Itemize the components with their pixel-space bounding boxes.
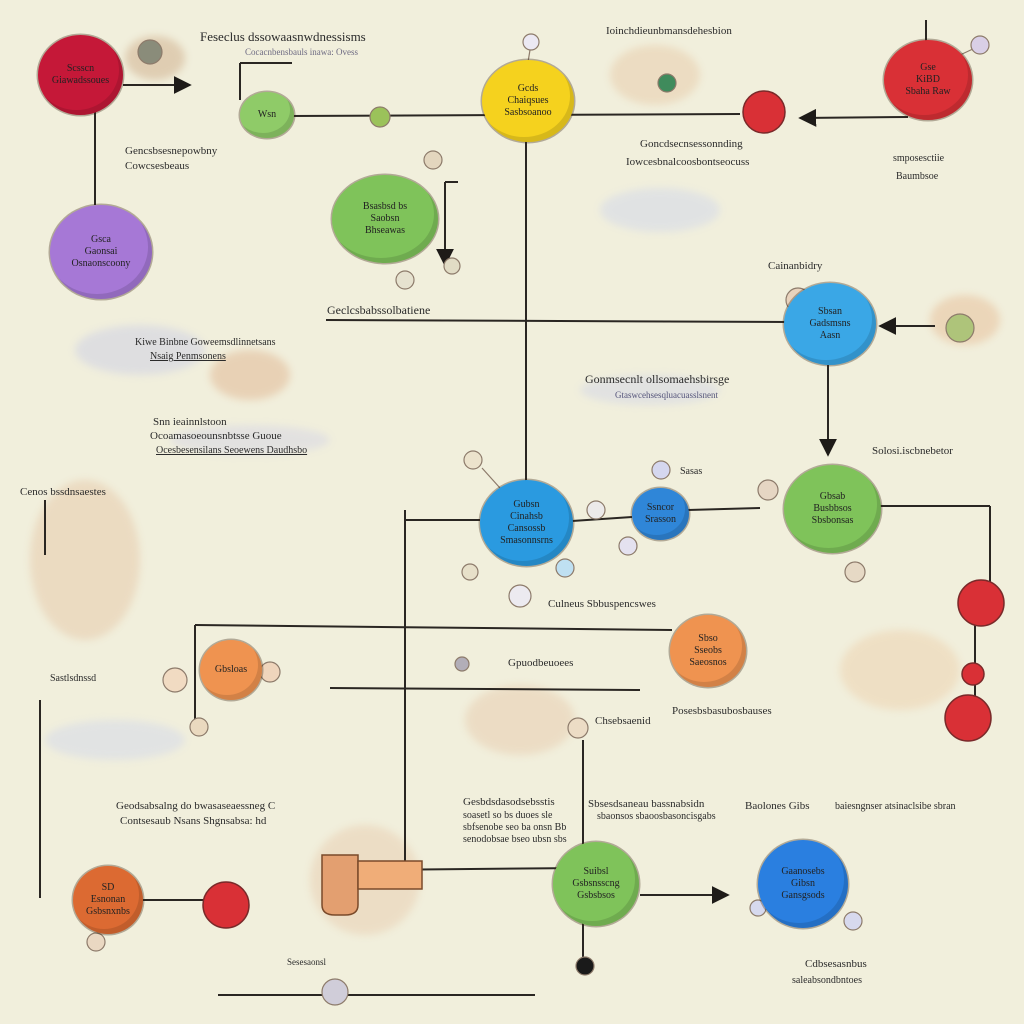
node-crimson-top-left[interactable]: Scsscn Giawadssoues bbox=[38, 35, 123, 115]
label-center-low-3: Chsebsaenid bbox=[595, 715, 651, 727]
node-red-top-right[interactable]: Gse KiBD Sbaha Raw bbox=[884, 40, 972, 120]
node-green-bottom[interactable]: Suibsl Gsbsnsscng Gsbsbsos bbox=[553, 842, 639, 926]
node-orange-bottom-left[interactable]: SD Esnonan Gsbsnxnbs bbox=[73, 866, 143, 934]
node-orange-left[interactable]: Gbsloas bbox=[200, 640, 262, 700]
label-center-note: Gonmsecnlt ollsomaehsbirsge bbox=[585, 372, 730, 386]
node-green-right-label: Gbsab Busbbsos Sbsbonsas bbox=[811, 491, 854, 526]
node-blue-bottom-right[interactable]: Gaanosebs Gibsn Gansgsods bbox=[758, 840, 848, 928]
node-orange-right[interactable]: Sbso Sseobs Saeosnos bbox=[670, 615, 746, 687]
node-yellow-top[interactable]: Gcds Chaiqsues Sasbsoanoo bbox=[482, 60, 574, 142]
node-green-large[interactable]: Bsasbsd bs Saobsn Bhseawas bbox=[332, 175, 438, 263]
node-blue-small-label: Ssncor Srasson bbox=[644, 502, 677, 525]
label-sparse-center-2: Iowcesbnalcoosbontseocuss bbox=[626, 156, 750, 168]
label-note-2: Nsaig Penmsonens bbox=[150, 351, 226, 362]
label-top-center: Ioinchdieunbmansdehesbion bbox=[606, 25, 732, 37]
label-left-note-3: Ocesbesensilans Seoewens Daudhsbo bbox=[156, 445, 308, 456]
label-bottom-center-1: Gesbdsdasodsebsstis bbox=[463, 796, 555, 808]
label-bottom-bulb: Sesesaonsl bbox=[287, 957, 326, 967]
label-bottom-right-3: Cdbsesasnbus bbox=[805, 958, 867, 970]
node-green-small[interactable]: Wsn bbox=[240, 92, 294, 138]
node-green-large-label: Bsasbsd bs Saobsn Bhseawas bbox=[362, 201, 408, 236]
label-bottom-right-1: Baolones Gibs bbox=[745, 800, 810, 812]
label-bottom-center-2: soasetl so bs duoes sle bbox=[463, 810, 553, 821]
label-left-low: Sastlsdnssd bbox=[50, 673, 97, 684]
label-center-line: Geclcsbabssolbatiene bbox=[327, 303, 431, 317]
label-left-mid-1: Gencsbsesnepowbny bbox=[125, 145, 218, 157]
node-crimson-top-left-label: Scsscn Giawadssoues bbox=[51, 63, 110, 86]
label-bottom-center-4: senodobsae bseo ubsn sbs bbox=[463, 834, 567, 845]
flask-shape bbox=[321, 854, 423, 916]
node-purple-left[interactable]: Gsca Gaonsai Osnaonscoony bbox=[50, 205, 152, 299]
node-sky-right-label: Sbsan Gadsmsns Aasn bbox=[809, 306, 851, 341]
node-blue-bottom-right-label: Gaanosebs Gibsn Gansgsods bbox=[781, 866, 825, 901]
label-note-1: Kiwe Binbne Goweemsdlinnetsans bbox=[135, 337, 276, 348]
label-center-note-2: Gtaswcehsesqluacuasslsnent bbox=[615, 390, 718, 400]
label-top-left-2: Cocacnbensbauls inawa: Ovess bbox=[245, 47, 358, 57]
label-bottom-center-3: sbfsenobe seo ba onsn Bb bbox=[463, 822, 567, 833]
node-sky-right[interactable]: Sbsan Gadsmsns Aasn bbox=[784, 283, 876, 365]
node-red-top-right-label: Gse KiBD Sbaha Raw bbox=[905, 62, 951, 97]
label-center-low: Culneus Sbbuspencswes bbox=[548, 598, 656, 610]
node-purple-left-label: Gsca Gaonsai Osnaonscoony bbox=[71, 234, 131, 269]
node-yellow-top-label: Gcds Chaiqsues Sasbsoanoo bbox=[504, 83, 552, 118]
label-bottom-mid-1: Sbsesdsaneau bassnabsidn bbox=[588, 798, 705, 810]
label-sparse-center: Goncdsecnsessonnding bbox=[640, 138, 743, 150]
label-top-left-1: Feseclus dssowaasnwdnessisms bbox=[200, 29, 366, 44]
node-green-small-label: Wsn bbox=[257, 109, 277, 120]
label-left-edge: Cenos bssdnsaestes bbox=[20, 486, 106, 498]
label-right-low: Posesbsbasubosbauses bbox=[672, 705, 772, 717]
label-bottom-left-2: Contsesaub Nsans Shgnsabsa: hd bbox=[120, 815, 267, 827]
label-bottom-mid-2: sbaonsos sbaoosbasoncisgabs bbox=[597, 811, 716, 822]
node-blue-small[interactable]: Ssncor Srasson bbox=[632, 488, 689, 540]
label-center-low-2: Gpuodbeuoees bbox=[508, 657, 574, 669]
node-orange-left-label: Gbsloas bbox=[214, 664, 248, 675]
node-orange-bottom-left-label: SD Esnonan Gsbsnxnbs bbox=[86, 882, 130, 917]
label-left-mid-2: Cowcsesbeaus bbox=[125, 160, 190, 172]
label-right-mid: Cainanbidry bbox=[768, 260, 823, 272]
label-right-mid-2: Solosi.iscbnebetor bbox=[872, 445, 953, 457]
label-bottom-left-1: Geodsabsalng do bwasaseaessneg C bbox=[116, 800, 276, 812]
node-blue-center[interactable]: Gubsn Cinahsb Cansossb Smasonnsrns bbox=[480, 480, 573, 566]
label-left-note-2: Ocoamasoeounsnbtsse Guoue bbox=[150, 430, 282, 442]
label-bottom-right-4: saleabsondbntoes bbox=[792, 975, 862, 986]
node-orange-right-label: Sbso Sseobs Saeosnos bbox=[689, 633, 727, 668]
label-mid-small: Sasas bbox=[680, 466, 703, 477]
node-green-right[interactable]: Gbsab Busbbsos Sbsbonsas bbox=[784, 465, 881, 553]
label-right-top-1: smposesctiie bbox=[893, 153, 945, 164]
label-right-top-2: Baumbsoe bbox=[896, 171, 939, 182]
node-blue-center-label: Gubsn Cinahsb Cansossb Smasonnsrns bbox=[500, 499, 553, 546]
label-left-note-1: Snn ieainnlstoon bbox=[153, 416, 227, 428]
red-dots bbox=[202, 90, 1005, 929]
label-bottom-right-2: baiesngnser atsinaclsibe sbran bbox=[835, 801, 956, 812]
node-green-bottom-label: Suibsl Gsbsnsscng Gsbsbsos bbox=[572, 866, 620, 901]
